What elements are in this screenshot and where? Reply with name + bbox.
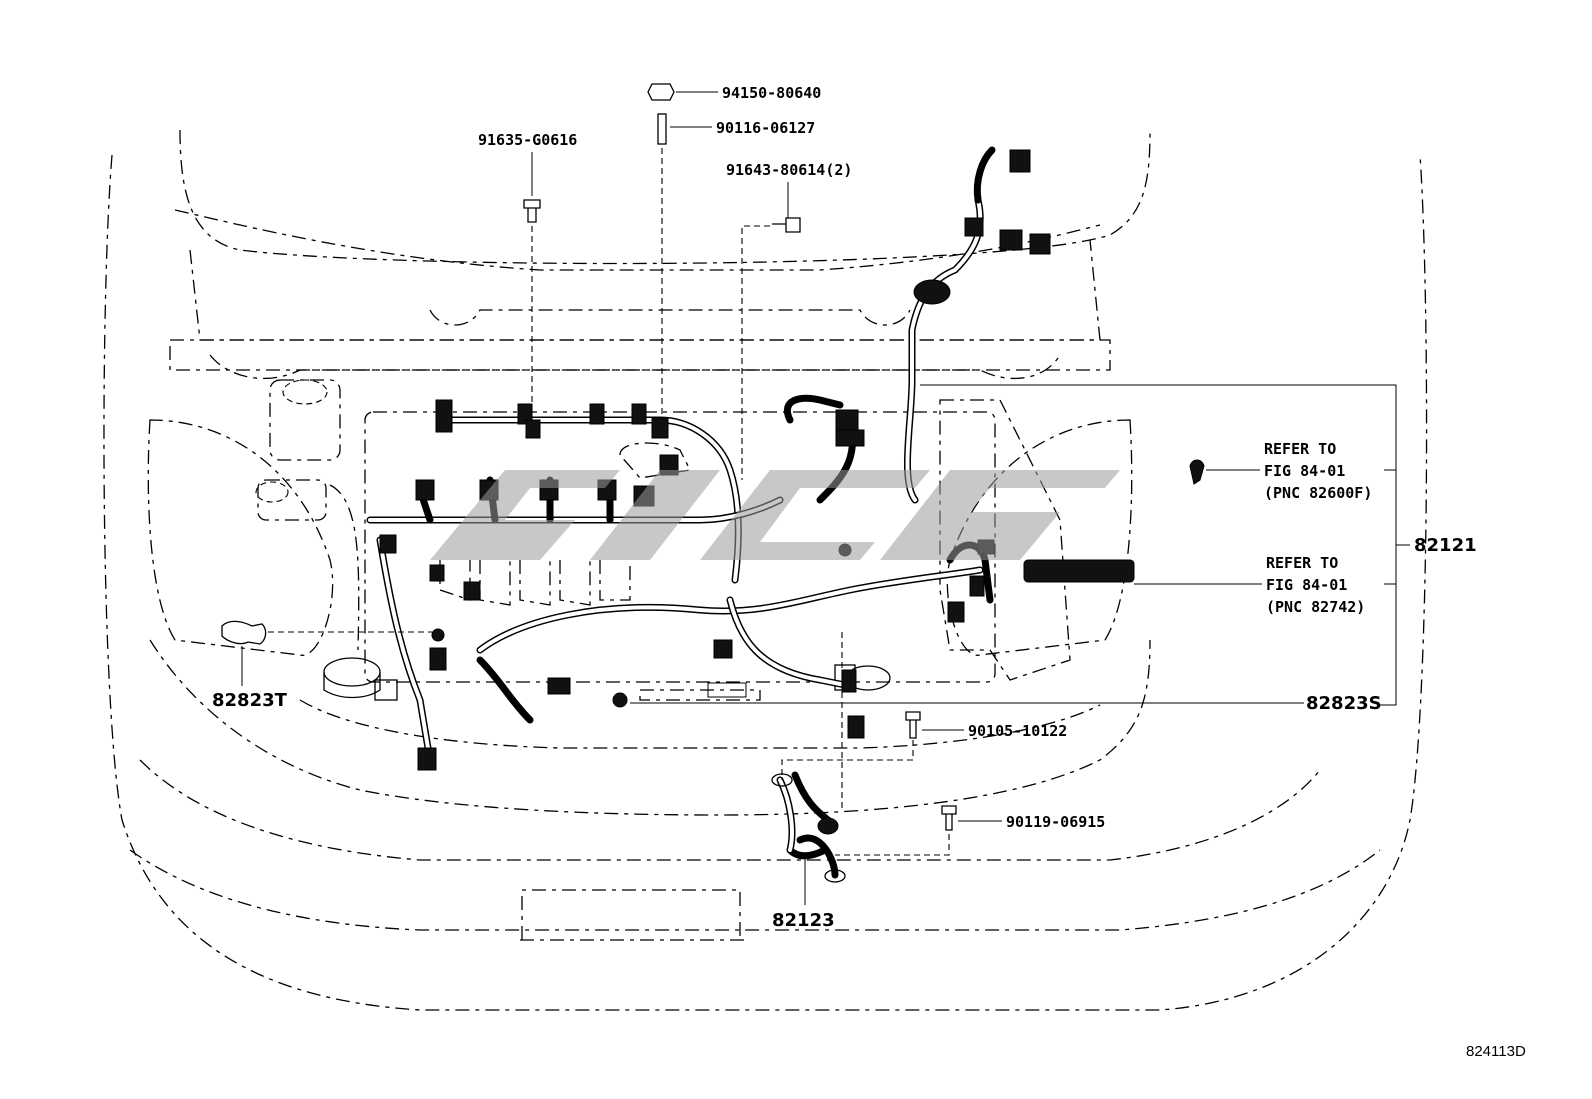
ground-wire-82123: 82123 — [771, 632, 846, 931]
fastener-91643: 91643-80614(2) — [726, 161, 852, 480]
part-label-82823T: 82823T — [212, 690, 288, 711]
harness-connectors — [379, 149, 1135, 835]
refer-line3: (PNC 82600F) — [1264, 484, 1372, 502]
part-label-90105: 90105-10122 — [968, 722, 1067, 740]
callout-82121: 82121 — [920, 384, 1477, 706]
callout-82823S: 82823S — [630, 693, 1382, 714]
watermark-logo — [430, 470, 1120, 560]
part-label-90116: 90116-06127 — [716, 119, 815, 137]
part-label-82123: 82123 — [772, 910, 835, 931]
fastener-94150: 94150-80640 — [647, 83, 821, 102]
part-label-82823S: 82823S — [1306, 693, 1382, 714]
sensor-82823T: 82823T — [212, 620, 432, 711]
refer-line2: FIG 84-01 — [1266, 576, 1347, 594]
refer-line3: (PNC 82742) — [1266, 598, 1365, 616]
refer-to-82600F: REFER TO FIG 84-01 (PNC 82600F) — [1189, 440, 1372, 502]
part-label-94150: 94150-80640 — [722, 84, 821, 102]
car-body-outline — [103, 129, 1428, 1011]
refer-line2: FIG 84-01 — [1264, 462, 1345, 480]
part-label-91635: 91635-G0616 — [478, 131, 577, 149]
part-label-90119: 90119-06915 — [1006, 813, 1105, 831]
refer-line1: REFER TO — [1264, 440, 1336, 458]
part-label-82121: 82121 — [1414, 535, 1477, 556]
part-label-91643: 91643-80614(2) — [726, 161, 852, 179]
fastener-90105: 90105-10122 — [781, 711, 1067, 780]
refer-to-82742: REFER TO FIG 84-01 (PNC 82742) — [1134, 554, 1365, 616]
figure-id: 824113D — [1466, 1043, 1526, 1060]
fastener-90119: 90119-06915 — [835, 805, 1105, 856]
fastener-90116: 90116-06127 — [657, 113, 815, 420]
fastener-91635: 91635-G0616 — [478, 131, 577, 420]
refer-line1: REFER TO — [1266, 554, 1338, 572]
